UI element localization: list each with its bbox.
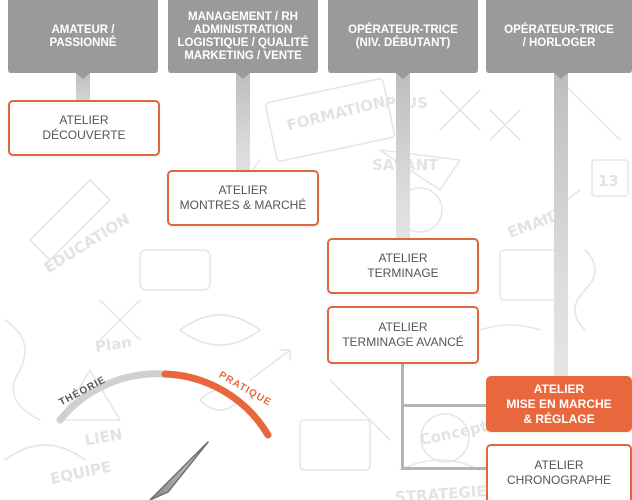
column-bar-debutant	[396, 73, 410, 273]
connector-to-chronographe	[401, 467, 487, 470]
gauge-needle	[149, 441, 209, 500]
header-amateur-label: AMATEUR / PASSIONNÉ	[49, 23, 117, 49]
atelier-terminage-avance[interactable]: ATELIER TERMINAGE AVANCÉ	[327, 306, 479, 364]
header-horloger-notch	[554, 73, 568, 79]
header-management-label: MANAGEMENT / RH ADMINISTRATION LOGISTIQU…	[177, 10, 309, 62]
header-amateur: AMATEUR / PASSIONNÉ	[8, 0, 158, 73]
doodle-word-formation: FORMATION	[285, 93, 387, 135]
header-debutant-label: OPÉRATEUR-TRICE (NIV. DÉBUTANT)	[348, 23, 458, 49]
column-bar-horloger	[554, 73, 568, 408]
atelier-montres-marche-label: ATELIER MONTRES & MARCHÉ	[179, 183, 307, 212]
atelier-terminage[interactable]: ATELIER TERMINAGE	[327, 238, 479, 294]
gauge-arc-practice	[161, 370, 272, 439]
doodle-word-email: EMAIL	[505, 207, 560, 242]
doodle-word-13: 13	[598, 172, 619, 190]
connector-vertical	[401, 364, 404, 470]
atelier-mise-en-marche-reglage[interactable]: ATELIER MISE EN MARCHE & RÉGLAGE	[486, 376, 632, 432]
atelier-chronographe-label: ATELIER CHRONOGRAPHE	[506, 458, 611, 487]
theory-practice-gauge: THÉORIE PRATIQUE	[56, 370, 273, 500]
doodle-word-strategie: STRATEGIE	[394, 482, 487, 500]
connector-to-reglage	[401, 404, 487, 407]
doodle-word-education: EDUCATION	[41, 210, 133, 277]
header-amateur-notch	[76, 73, 90, 79]
atelier-mise-en-marche-reglage-label: ATELIER MISE EN MARCHE & RÉGLAGE	[506, 381, 612, 426]
header-horloger-label: OPÉRATEUR-TRICE / HORLOGER	[504, 23, 614, 49]
gauge-arc-theory	[56, 370, 169, 424]
atelier-montres-marche[interactable]: ATELIER MONTRES & MARCHÉ	[167, 170, 319, 226]
atelier-decouverte[interactable]: ATELIER DÉCOUVERTE	[8, 100, 160, 156]
header-debutant: OPÉRATEUR-TRICE (NIV. DÉBUTANT)	[328, 0, 478, 73]
atelier-chronographe[interactable]: ATELIER CHRONOGRAPHE	[486, 444, 632, 500]
doodle-word-concept: Concept	[418, 417, 489, 449]
header-horloger: OPÉRATEUR-TRICE / HORLOGER	[486, 0, 632, 73]
header-debutant-notch	[396, 73, 410, 79]
atelier-terminage-label: ATELIER TERMINAGE	[367, 251, 439, 280]
doodle-word-plan: Plan	[94, 333, 133, 356]
header-management: MANAGEMENT / RH ADMINISTRATION LOGISTIQU…	[168, 0, 318, 73]
atelier-terminage-avance-label: ATELIER TERMINAGE AVANCÉ	[342, 320, 464, 349]
atelier-decouverte-label: ATELIER DÉCOUVERTE	[42, 113, 126, 142]
header-management-notch	[236, 73, 250, 79]
